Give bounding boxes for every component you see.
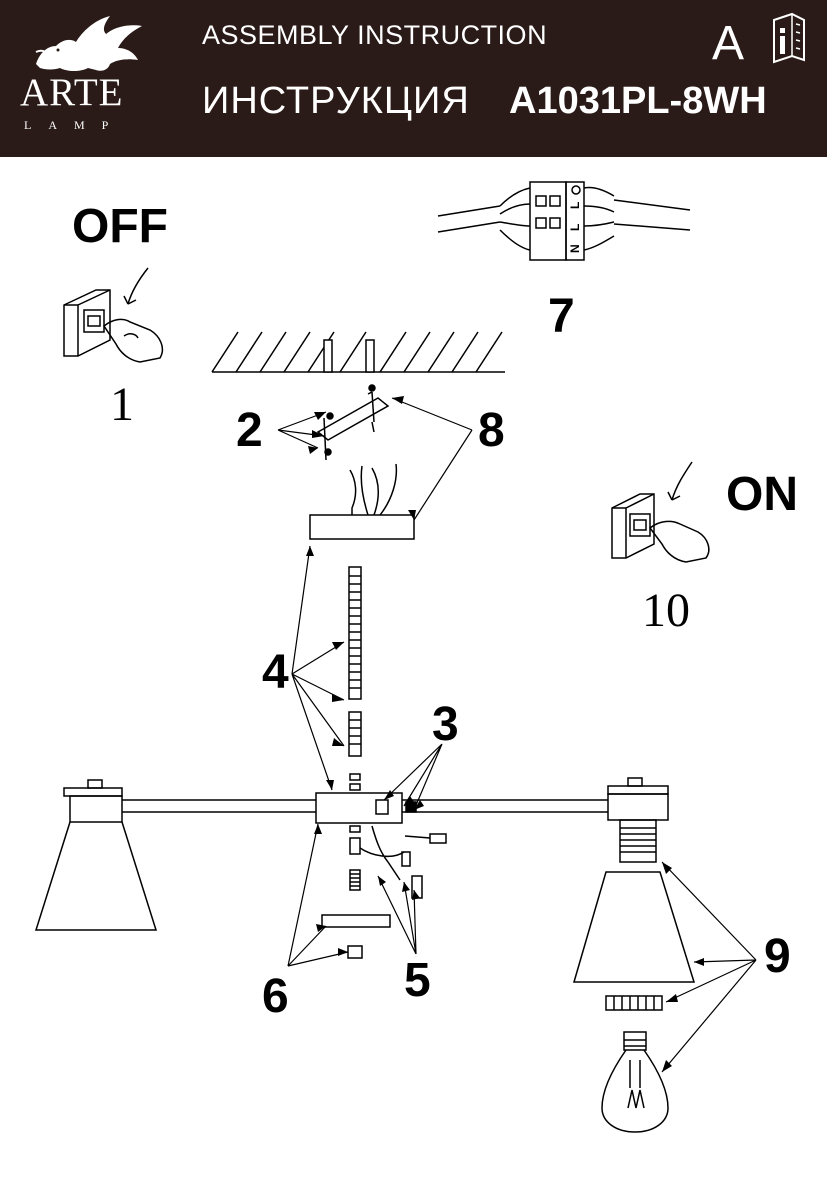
step-1-label: 1 xyxy=(110,378,134,431)
manual-info-icon xyxy=(773,12,805,64)
terminal-letter-n: N xyxy=(568,244,582,253)
step-9-label: 9 xyxy=(764,930,791,983)
assembly-drawing: N L L xyxy=(34,181,757,1133)
step-8-label: 8 xyxy=(478,404,505,457)
mounting-bracket-icon xyxy=(316,384,390,461)
brand-name: ARTE xyxy=(20,71,124,114)
terminal-letter-l2: L xyxy=(568,202,582,209)
brand-subtitle: LAMP xyxy=(24,118,126,132)
assembly-diagram: N L L OFF ON 1 2 3 4 5 6 7 8 9 10 xyxy=(0,157,827,1200)
step-3-label: 3 xyxy=(432,698,459,751)
left-lampshade-icon xyxy=(34,779,158,931)
title-english: ASSEMBLY INSTRUCTION xyxy=(202,20,548,50)
rod-assembly-icon xyxy=(348,566,362,791)
brand-griffin-logo xyxy=(35,16,142,71)
step-7-label: 7 xyxy=(548,290,575,343)
step-6-label: 6 xyxy=(262,970,289,1023)
step-5-label: 5 xyxy=(404,954,431,1007)
arrowheads xyxy=(306,396,704,1072)
wall-switch-off-icon xyxy=(63,267,164,363)
language-letter: A xyxy=(712,17,745,70)
label-off: OFF xyxy=(72,200,168,253)
step-4-label: 4 xyxy=(262,646,289,699)
cover-plate-icon xyxy=(321,914,391,928)
terminal-block-icon xyxy=(437,181,691,261)
chandelier-body-icon xyxy=(122,792,608,899)
label-on: ON xyxy=(726,468,798,521)
model-number: A1031PL-8WH xyxy=(509,80,767,122)
small-cap-icon xyxy=(347,945,363,959)
step-2-label: 2 xyxy=(236,404,263,457)
title-russian: ИНСТРУКЦИЯ xyxy=(202,80,470,122)
header-bar: ARTE LAMP ASSEMBLY INSTRUCTION ИНСТРУКЦИ… xyxy=(0,0,827,157)
step-10-label: 10 xyxy=(642,584,690,637)
leader-lines xyxy=(277,397,757,1073)
ceiling-hatch xyxy=(211,331,505,373)
terminal-letter-l1: L xyxy=(568,224,582,231)
wall-switch-on-icon xyxy=(611,461,710,563)
canopy-icon xyxy=(309,463,415,540)
edison-bulb-icon xyxy=(601,1031,669,1133)
right-lampshade-icon xyxy=(573,777,696,1011)
